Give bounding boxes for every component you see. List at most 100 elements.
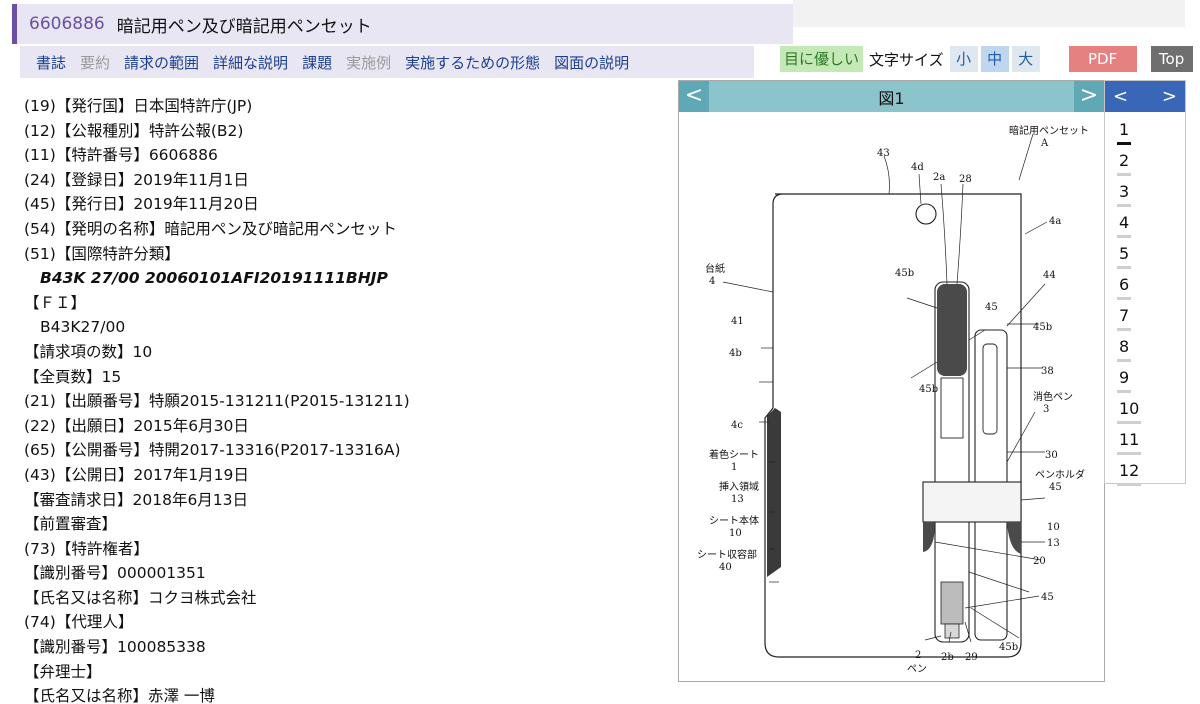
- bibliographic-info: (19)【発行国】日本国特許庁(JP) (12)【公報種別】特許公報(B2) (…: [24, 94, 664, 704]
- biblio-kind: (12)【公報種別】特許公報(B2): [24, 121, 244, 140]
- label-4c: 4c: [731, 420, 743, 431]
- thumb-2[interactable]: 2: [1105, 149, 1185, 180]
- biblio-claims-count: 【請求項の数】10: [24, 342, 153, 361]
- pen-grip: [937, 284, 967, 376]
- biblio-publication-number: (65)【公開番号】特開2017-13316(P2017-13316A): [24, 441, 401, 460]
- label-43: 43: [877, 148, 890, 159]
- biblio-pre-examination: 【前置審査】: [24, 515, 118, 534]
- nav-detailed-description[interactable]: 詳細な説明: [213, 53, 289, 72]
- nav-problem[interactable]: 課題: [302, 53, 333, 72]
- figure-prev-button[interactable]: <: [679, 81, 709, 112]
- label-20: 20: [1033, 556, 1046, 567]
- holder-left-dark: [923, 522, 935, 552]
- top-button[interactable]: Top: [1150, 46, 1193, 72]
- biblio-patentee-heading: (73)【特許権者】: [24, 539, 149, 558]
- pdf-button[interactable]: PDF: [1068, 46, 1137, 72]
- card-outline: [764, 193, 1022, 658]
- figure-thumbnails: < > 1 2 3 4 5 6 7 8 9 10 11 12: [1104, 80, 1186, 486]
- label-2a: 2a: [933, 172, 945, 183]
- label-4a: 4a: [1049, 216, 1061, 227]
- thumbs-prev-button[interactable]: <: [1113, 86, 1129, 107]
- label-chakushoku: 着色シート: [709, 448, 759, 461]
- font-size-large-button[interactable]: 大: [1011, 46, 1040, 72]
- label-sonyu: 挿入領域: [719, 480, 759, 493]
- thumb-4[interactable]: 4: [1105, 211, 1185, 242]
- label-pen-holder: ペンホルダ: [1035, 468, 1085, 481]
- pen-clip: [940, 377, 964, 439]
- label-45b-mid: 45b: [919, 384, 938, 395]
- nav-embodiment[interactable]: 実施するための形態: [405, 53, 541, 72]
- label-daishi: 台紙: [705, 262, 725, 275]
- thumb-1[interactable]: 1: [1105, 118, 1185, 149]
- label-set-name: 暗記用ペンセット: [1009, 124, 1089, 137]
- biblio-publication-date: (43)【公開日】2017年1月19日: [24, 465, 249, 484]
- nav-examples: 実施例: [346, 53, 392, 72]
- label-45-holder: 45: [1049, 482, 1062, 493]
- thumb-10[interactable]: 10: [1105, 397, 1185, 428]
- thumb-9[interactable]: 9: [1105, 366, 1185, 397]
- biblio-application-date: (22)【出願日】2015年6月30日: [24, 416, 249, 435]
- pen-cap: [940, 581, 964, 625]
- label-10-left: 10: [729, 528, 742, 539]
- label-pen: ペン: [907, 664, 927, 675]
- biblio-issue-date: (45)【発行日】2019年11月20日: [24, 195, 259, 214]
- label-45-top: 45: [985, 302, 998, 313]
- figure-viewer-header: < 図1 >: [679, 81, 1104, 112]
- label-4: 4: [709, 276, 715, 287]
- thumbs-next-button[interactable]: >: [1161, 86, 1177, 107]
- figure-title: 図1: [878, 88, 905, 108]
- label-sheet-body: シート本体: [709, 514, 759, 527]
- label-10-right: 10: [1047, 522, 1060, 533]
- biblio-application-number: (21)【出願番号】特願2015-131211(P2015-131211): [24, 392, 410, 411]
- nav-claims[interactable]: 請求の範囲: [124, 53, 200, 72]
- card-hole: [915, 203, 937, 225]
- patent-drawing: 暗記用ペンセット A 43 4d 2a 28 4a 台紙 4 44 45b 45…: [697, 124, 1089, 675]
- thumb-12[interactable]: 12: [1105, 459, 1185, 490]
- label-45b-right: 45b: [1033, 322, 1052, 333]
- biblio-patent-number: (11)【特許番号】6606886: [24, 146, 218, 165]
- label-44: 44: [1043, 270, 1056, 281]
- label-13-right: 13: [1047, 538, 1060, 549]
- label-4d: 4d: [911, 162, 924, 173]
- patent-number: 6606886: [29, 14, 105, 34]
- nav-shoshi[interactable]: 書誌: [36, 53, 67, 72]
- label-set-letter: A: [1040, 138, 1049, 149]
- thumb-7[interactable]: 7: [1105, 304, 1185, 335]
- thumb-6[interactable]: 6: [1105, 273, 1185, 304]
- biblio-agent-name: 【氏名又は名称】赤澤 一博: [24, 687, 215, 704]
- nav-drawing-description[interactable]: 図面の説明: [554, 53, 630, 72]
- top-strip: [793, 0, 1185, 27]
- display-controls: 目に優しい 文字サイズ 小 中 大 PDF Top: [780, 46, 1193, 72]
- biblio-invention-title: (54)【発明の名称】暗記用ペン及び暗記用ペンセット: [24, 219, 397, 238]
- biblio-country: (19)【発行国】日本国特許庁(JP): [24, 97, 253, 115]
- font-size-small-button[interactable]: 小: [949, 46, 978, 72]
- label-sheet-storage: シート収容部: [697, 548, 757, 561]
- label-38: 38: [1041, 366, 1054, 377]
- pen-body: [934, 281, 970, 643]
- thumb-3[interactable]: 3: [1105, 180, 1185, 211]
- eye-friendly-button[interactable]: 目に優しい: [780, 46, 864, 72]
- pen-tip: [944, 623, 960, 639]
- biblio-registration-date: (24)【登録日】2019年11月1日: [24, 170, 249, 189]
- label-45b-top: 45b: [895, 268, 914, 279]
- section-nav: 書誌 要約 請求の範囲 詳細な説明 課題 実施例 実施するための形態 図面の説明: [20, 46, 754, 78]
- label-30: 30: [1045, 450, 1058, 461]
- thumbs-header: < >: [1105, 81, 1185, 112]
- label-45b-bottom: 45b: [999, 642, 1018, 653]
- label-3: 3: [1043, 404, 1049, 415]
- label-45-bottom: 45: [1041, 592, 1054, 603]
- biblio-ipc-heading: (51)【国際特許分類】: [24, 244, 180, 263]
- thumb-5[interactable]: 5: [1105, 242, 1185, 273]
- label-4b: 4b: [729, 348, 742, 359]
- label-2b: 2b: [941, 652, 954, 663]
- thumb-11[interactable]: 11: [1105, 428, 1185, 459]
- font-size-medium-button[interactable]: 中: [980, 46, 1009, 72]
- biblio-exam-request-date: 【審査請求日】2018年6月13日: [24, 490, 249, 509]
- label-shoshoku-pen: 消色ペン: [1033, 390, 1073, 403]
- thumb-8[interactable]: 8: [1105, 335, 1185, 366]
- color-sheet-strip: [767, 408, 781, 577]
- erase-pen-clip: [982, 343, 998, 435]
- thumbs-list: 1 2 3 4 5 6 7 8 9 10 11 12: [1105, 112, 1185, 490]
- figure-next-button[interactable]: >: [1074, 81, 1104, 112]
- biblio-fi-heading: 【ＦＩ】: [24, 293, 87, 312]
